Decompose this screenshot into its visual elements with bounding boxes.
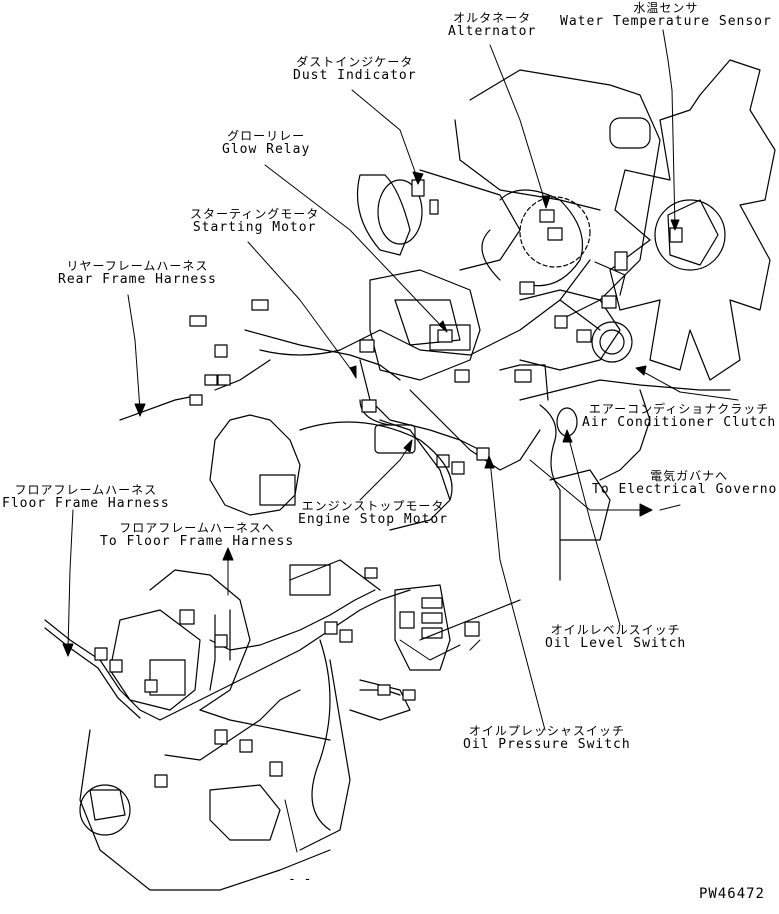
label-starting-motor: スターティングモータ Starting Motor <box>190 208 319 234</box>
label-ja: 水温センサ <box>633 1 699 15</box>
harness-lines <box>44 259 591 761</box>
label-en: Engine Stop Motor <box>298 511 449 527</box>
label-en: Oil Pressure Switch <box>463 736 631 752</box>
label-air-conditioner-clutch: エアーコンディショナクラッチ Air Conditioner Clutch <box>582 403 776 429</box>
label-ja: スターティングモータ <box>190 207 320 221</box>
label-ja: フロアフレームハーネスへ <box>119 521 275 535</box>
label-ja: リヤーフレームハーネス <box>66 259 209 273</box>
label-ja: オイルレベルスイッチ <box>550 623 681 637</box>
label-ja: フロアフレームハーネス <box>14 483 158 497</box>
label-to-electrical-governor: 電気ガバナへ To Electrical Governor <box>592 470 779 496</box>
transmission-drawing <box>79 559 451 891</box>
label-en: To Floor Frame Harness <box>100 533 295 549</box>
label-en: Alternator <box>448 23 537 39</box>
label-en: Air Conditioner Clutch <box>582 414 777 430</box>
leader-lines <box>62 29 739 853</box>
label-glow-relay: グローリレー Glow Relay <box>222 130 310 156</box>
label-ja: グローリレー <box>227 129 306 143</box>
label-oil-level-switch: オイルレベルスイッチ Oil Level Switch <box>545 624 686 650</box>
label-en: Rear Frame Harness <box>58 271 217 287</box>
label-to-floor-frame-harness: フロアフレームハーネスへ To Floor Frame Harness <box>100 522 294 548</box>
flywheel-drawing <box>209 414 465 531</box>
label-ja: 電気ガバナへ <box>650 469 729 483</box>
label-ja: エアーコンディショナクラッチ <box>588 402 770 416</box>
label-en: To Electrical Governor <box>592 481 779 497</box>
bottom-mark: - - <box>288 872 312 887</box>
label-ja: エンジンストップモータ <box>301 499 445 513</box>
label-en: Dust Indicator <box>293 67 417 83</box>
label-floor-frame-harness: フロアフレームハーネス Floor Frame Harness <box>2 484 170 510</box>
label-water-temperature-sensor: 水温センサ Water Temperature Sensor <box>560 2 772 28</box>
label-rear-frame-harness: リヤーフレームハーネス Rear Frame Harness <box>58 260 217 286</box>
label-en: Glow Relay <box>222 141 311 157</box>
label-en: Oil Level Switch <box>545 635 687 651</box>
connectors <box>94 179 683 788</box>
label-ja: ダストインジケータ <box>296 55 414 69</box>
label-en: Floor Frame Harness <box>2 495 170 511</box>
label-engine-stop-motor: エンジンストップモータ Engine Stop Motor <box>298 500 448 526</box>
label-alternator: オルタネータ Alternator <box>448 12 536 38</box>
fan-drawing <box>609 59 776 381</box>
label-dust-indicator: ダストインジケータ Dust Indicator <box>293 56 417 82</box>
label-ja: オルタネータ <box>453 11 532 25</box>
label-oil-pressure-switch: オイルプレッシャスイッチ Oil Pressure Switch <box>463 725 631 751</box>
label-en: Starting Motor <box>192 219 317 235</box>
drawing-code: PW46472 <box>698 886 765 902</box>
label-ja: オイルプレッシャスイッチ <box>468 724 625 738</box>
label-en: Water Temperature Sensor <box>560 13 772 29</box>
